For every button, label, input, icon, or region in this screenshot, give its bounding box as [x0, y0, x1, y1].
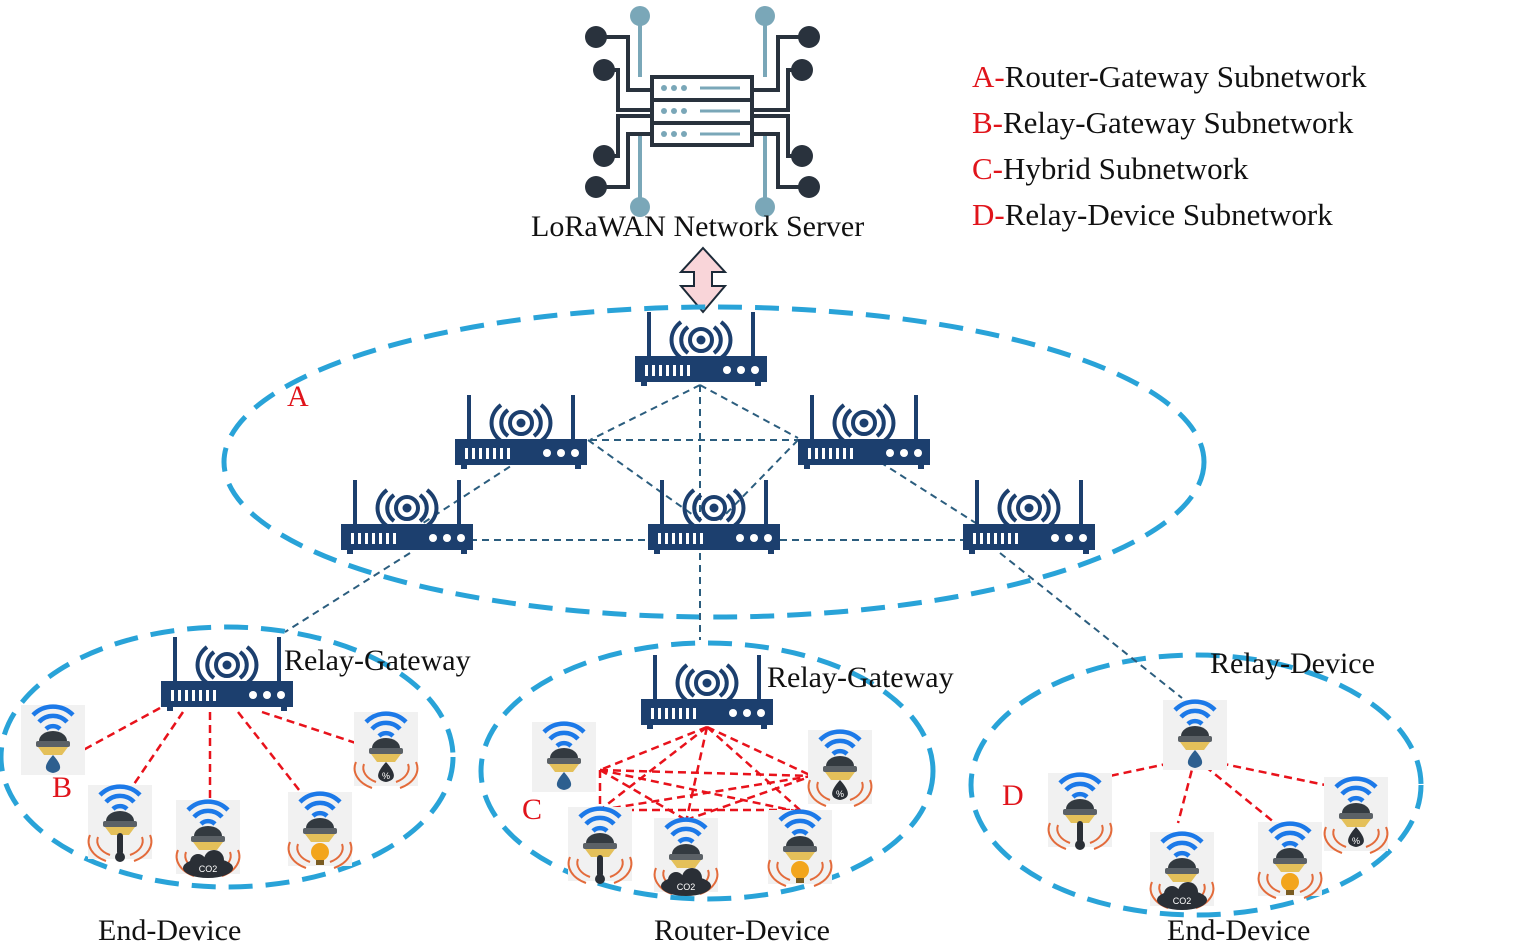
- region-label-c: C: [522, 793, 543, 826]
- end-device-label-right: End-Device: [1167, 914, 1311, 947]
- subnetwork-a-boundary: [221, 304, 1207, 620]
- co2-sensor-icon: [1150, 832, 1214, 910]
- legend-item-d: D-Relay-Device Subnetwork: [972, 197, 1333, 232]
- water-sensor-icon: [532, 722, 596, 792]
- co2-sensor-icon: [654, 818, 718, 896]
- gateway-a-bottom-center: [646, 478, 782, 556]
- humidity-sensor-icon: [808, 730, 872, 806]
- gateway-top: [633, 310, 769, 388]
- temperature-sensor-icon: [568, 807, 632, 884]
- relay-device-label: Relay-Device: [1210, 647, 1375, 680]
- end-device-label-left: End-Device: [98, 914, 242, 947]
- region-label-a: A: [287, 380, 309, 413]
- legend: A-Router-Gateway Subnetwork B-Relay-Gate…: [972, 54, 1367, 238]
- device-links: [64, 706, 1331, 824]
- subnetwork-d-boundary: [968, 652, 1424, 918]
- humidity-sensor-icon: [354, 712, 418, 788]
- subnetwork-c-boundary: [478, 640, 936, 902]
- temperature-sensor-icon: [1048, 773, 1112, 850]
- gateway-a-bottom-right: [961, 478, 1097, 556]
- temperature-sensor-icon: [88, 785, 152, 862]
- gateway-a-left: [453, 393, 589, 471]
- water-sensor-icon: [21, 705, 85, 775]
- relay-gateway-b: [159, 635, 295, 713]
- region-label-b: B: [52, 771, 73, 804]
- co2-sensor-icon: [176, 800, 240, 878]
- gateway-a-right: [796, 393, 932, 471]
- gateway-a-bottom-left: [339, 478, 475, 556]
- server-label: LoRaWAN Network Server: [531, 210, 865, 243]
- light-sensor-icon: [1258, 822, 1322, 898]
- relay-gateway-label-left: Relay-Gateway: [284, 644, 471, 677]
- router-device-label: Router-Device: [654, 914, 830, 947]
- legend-item-a: A-Router-Gateway Subnetwork: [972, 59, 1367, 94]
- server-icon: [585, 6, 820, 217]
- relay-gateway-label-mid: Relay-Gateway: [767, 661, 954, 694]
- relay-device-sensor-icon: [1163, 700, 1227, 770]
- light-sensor-icon: [288, 792, 352, 868]
- legend-item-c: C-Hybrid Subnetwork: [972, 151, 1249, 186]
- relay-gateway-c: [639, 653, 775, 731]
- region-label-d: D: [1002, 779, 1024, 812]
- humidity-sensor-icon: [1324, 777, 1388, 853]
- bidirectional-arrow: [678, 246, 728, 314]
- subnetwork-b-boundary: [0, 624, 456, 890]
- legend-item-b: B-Relay-Gateway Subnetwork: [972, 105, 1354, 140]
- light-sensor-icon: [768, 810, 832, 886]
